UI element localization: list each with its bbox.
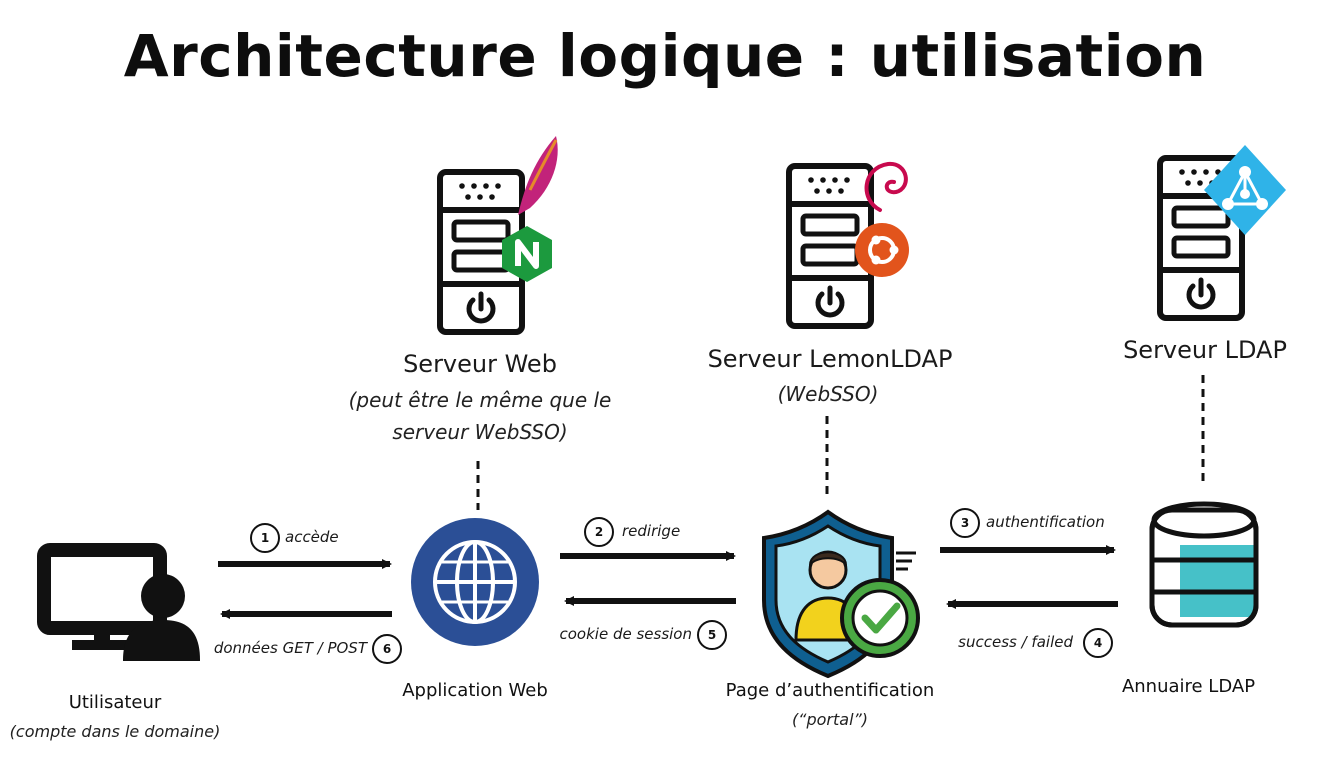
step-1-number: 1: [251, 531, 279, 545]
step-6-label: données GET / POST: [210, 639, 367, 657]
step-2-number: 2: [585, 525, 613, 539]
user-computer-icon: [44, 550, 200, 660]
ubuntu-icon: [855, 223, 909, 277]
ldap-server-name: Serveur LDAP: [1100, 336, 1310, 364]
step-3-number: 3: [951, 516, 979, 530]
globe-icon: [411, 518, 539, 646]
webapp-name: Application Web: [385, 680, 565, 701]
step-3-label: authentification: [986, 513, 1116, 531]
step-4-number: 4: [1084, 636, 1112, 650]
directory-name: Annuaire LDAP: [1106, 676, 1271, 697]
step-1-label: accède: [285, 528, 355, 546]
step-2-label: redirige: [622, 522, 702, 540]
step-6-number: 6: [373, 642, 401, 656]
web-server-note-1: (peut être le même que le: [330, 388, 630, 412]
auth-page-note: (“portal”): [760, 710, 900, 729]
auth-page-name: Page d’authentification: [700, 680, 960, 701]
step-5-label: cookie de session: [552, 625, 692, 643]
step-5-number: 5: [698, 628, 726, 642]
auth-shield-icon: [764, 512, 918, 676]
lemon-server-name: Serveur LemonLDAP: [670, 345, 990, 373]
web-server-name: Serveur Web: [380, 350, 580, 378]
database-icon: [1152, 504, 1256, 625]
user-note: (compte dans le domaine): [0, 722, 230, 741]
lemon-server-note: (WebSSO): [718, 382, 938, 406]
step-4-label: success / failed: [948, 633, 1073, 651]
web-server-note-2: serveur WebSSO): [330, 420, 630, 444]
user-name: Utilisateur: [40, 692, 190, 713]
